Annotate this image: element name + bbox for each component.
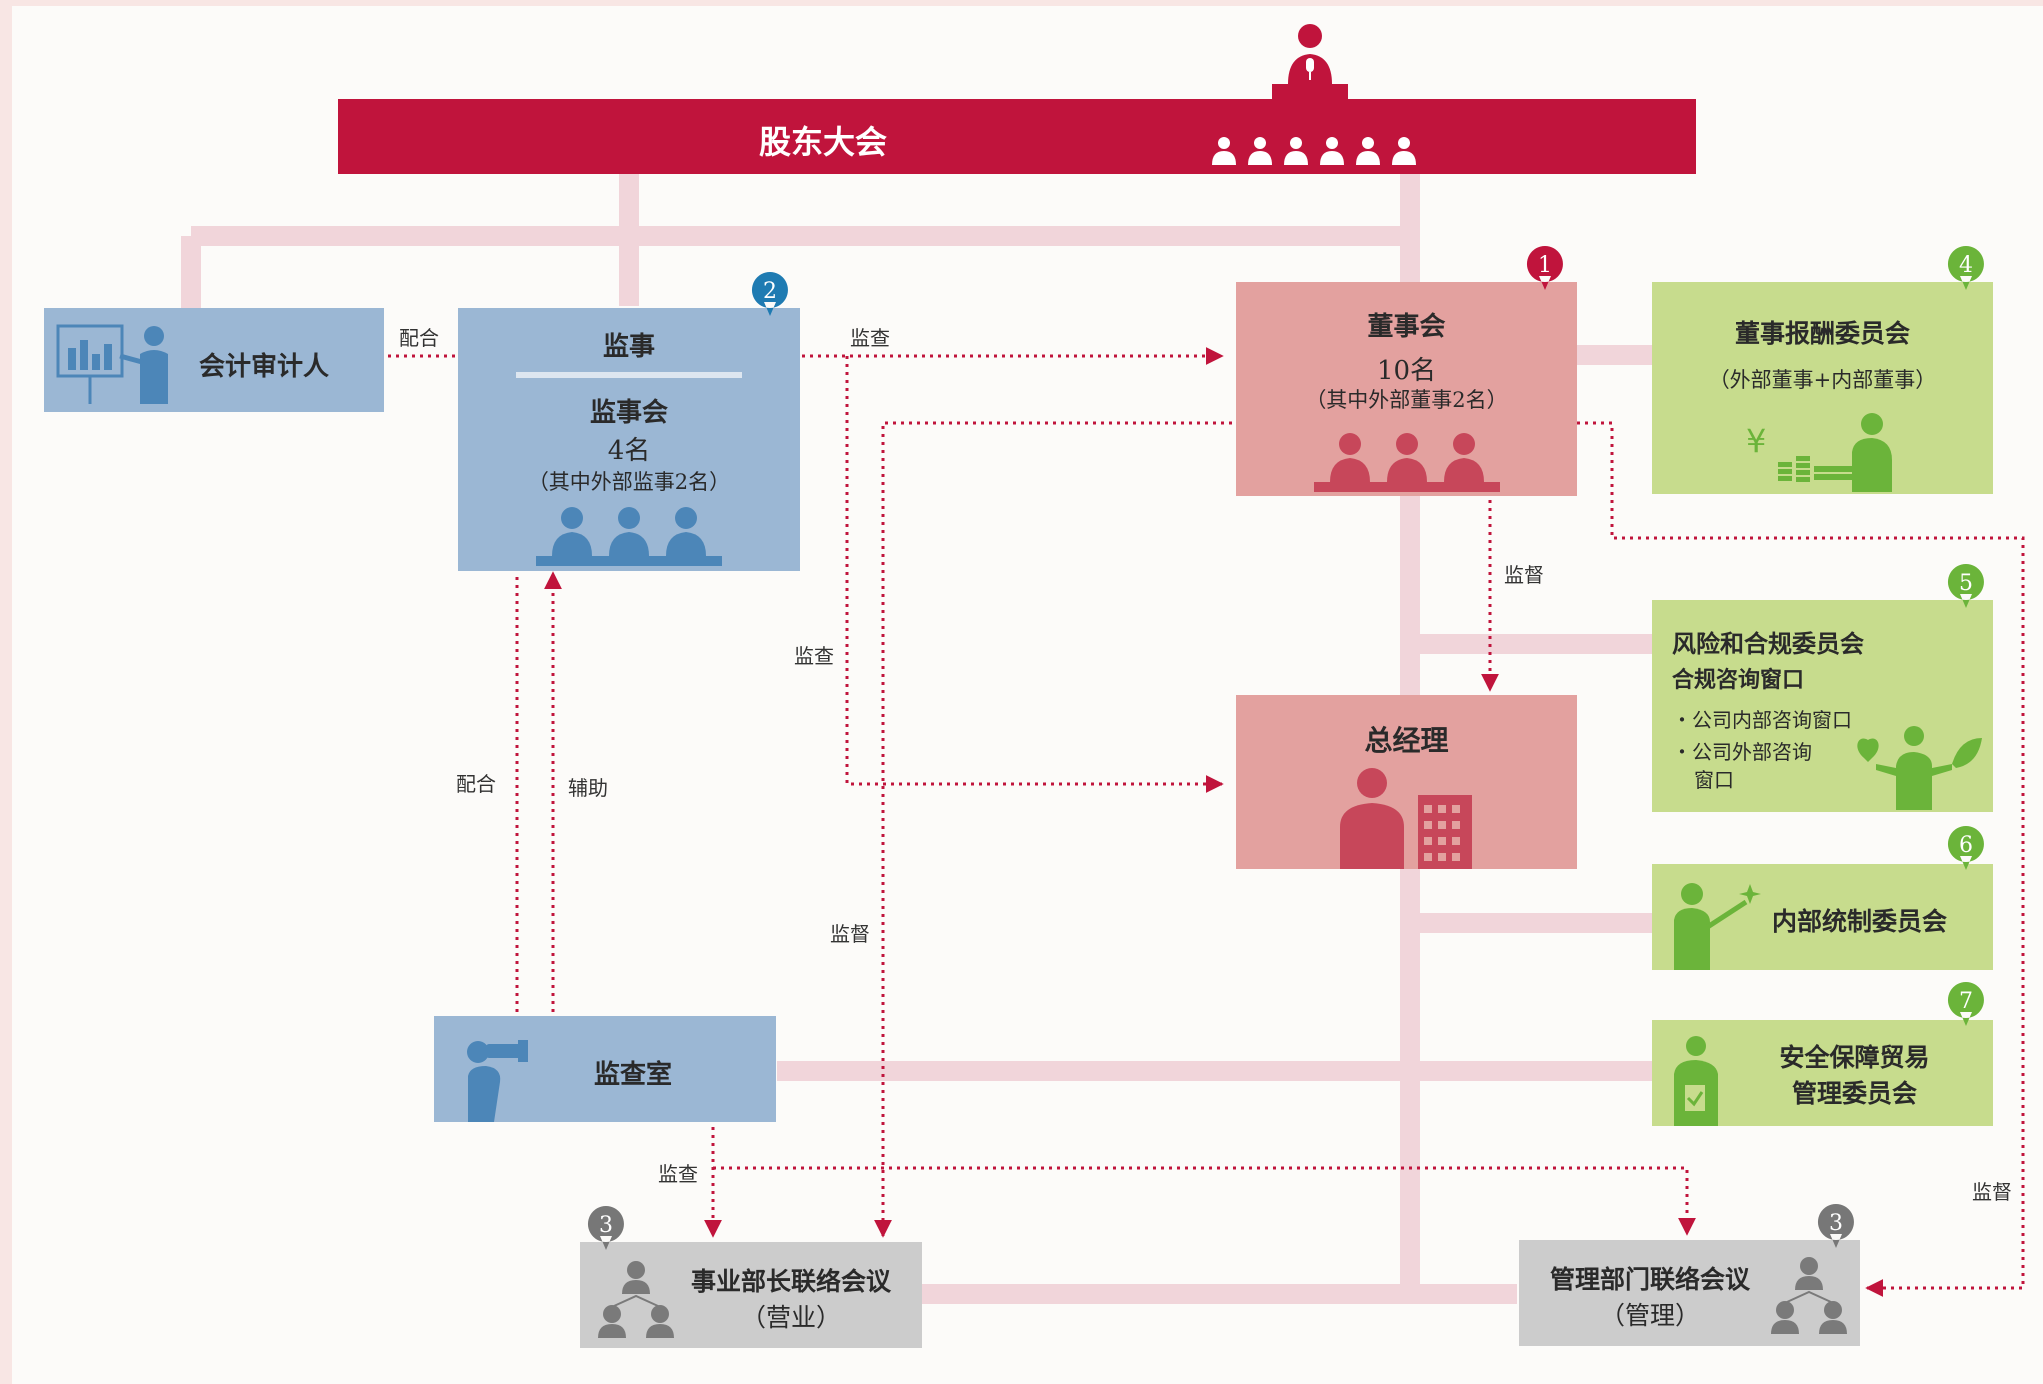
supervisor-count: 4名 (607, 436, 651, 466)
supervisor-note: （其中外部监事2名） (527, 470, 731, 494)
board-note: （其中外部董事2名） (1305, 388, 1508, 412)
manager-building-icon (1340, 768, 1472, 869)
risk-item-external: ・公司外部咨询 (1672, 740, 1812, 764)
edge-label-supervise: 监督 (1972, 1180, 2012, 1204)
remuneration-badge: 4 (1947, 246, 1984, 290)
security-trade-badge: 7 (1947, 982, 1984, 1026)
admin-meeting-line2: （管理） (1599, 1301, 1700, 1330)
remuneration-title: 董事报酬委员会 (1734, 319, 1910, 348)
svg-text:3: 3 (1829, 1211, 1843, 1236)
board-to-business-meeting-arrow (874, 421, 1232, 1238)
heart-hands-leaf-icon (1857, 726, 1982, 810)
board-title: 董事会 (1367, 312, 1446, 342)
edge-label-assist: 辅助 (568, 776, 608, 800)
risk-subtitle: 合规咨询窗口 (1672, 667, 1805, 693)
board-of-directors-box: 董事会 10名 （其中外部董事2名） (1236, 282, 1577, 496)
telescope-person-icon (467, 1040, 528, 1122)
audience-icon (1212, 137, 1416, 165)
risk-title: 风险和合规委员会 (1672, 629, 1864, 658)
security-trade-line2: 管理委员会 (1791, 1079, 1917, 1108)
network-people-icon (1771, 1257, 1847, 1334)
admin-meeting-line1: 管理部门联络会议 (1549, 1265, 1750, 1294)
svg-text:¥: ¥ (1746, 422, 1766, 460)
board-count: 10名 (1376, 356, 1437, 386)
business-meeting-badge: 3 (587, 1206, 624, 1250)
security-trade-committee-box: 安全保障贸易 管理委员会 (1652, 1020, 1993, 1126)
podium-speaker-icon (1272, 24, 1348, 100)
supervisor-box: 监事 监事会 4名 （其中外部监事2名） (458, 308, 800, 571)
risk-item-external-cont: 窗口 (1694, 768, 1734, 792)
supervisor-council-label: 监事会 (589, 398, 668, 428)
board-badge: 1 (1526, 246, 1563, 290)
svg-text:3: 3 (599, 1213, 613, 1238)
business-division-meeting-box: 事业部长联络会议 （营业） (580, 1242, 922, 1348)
shareholders-meeting-label: 股东大会 (758, 123, 887, 161)
money-person-icon: ¥ (1746, 413, 1892, 492)
presenter-chart-icon (56, 324, 168, 404)
svg-text:4: 4 (1959, 253, 1973, 278)
audit-office-label: 监查室 (594, 1060, 673, 1090)
risk-badge: 5 (1947, 564, 1984, 608)
internal-control-committee-box: 内部统制委员会 (1652, 864, 1993, 970)
supervisor-to-president-arrow (845, 356, 1224, 793)
office-to-admin-meeting-arrow (713, 1166, 1696, 1236)
svg-text:2: 2 (763, 279, 777, 304)
edge-label-supervise: 监督 (1504, 563, 1544, 587)
edge-label-cooperate: 配合 (456, 772, 496, 796)
edge-label-audit: 监查 (658, 1162, 698, 1186)
accounting-auditor-label: 会计审计人 (199, 352, 330, 382)
svg-text:6: 6 (1959, 833, 1973, 858)
supervisor-badge: 2 (751, 272, 788, 316)
shareholders-meeting-bar: 股东大会 (338, 99, 1696, 174)
svg-text:7: 7 (1959, 989, 1973, 1014)
admin-department-meeting-box: 管理部门联络会议 （管理） (1519, 1240, 1860, 1346)
president-box: 总经理 (1236, 695, 1577, 869)
president-title: 总经理 (1364, 724, 1449, 757)
remuneration-committee-box: 董事报酬委员会 （外部董事+内部董事） ¥ (1652, 282, 1993, 494)
risk-item-internal: ・公司内部咨询窗口 (1672, 708, 1852, 732)
business-meeting-line2: （营业） (740, 1303, 841, 1332)
edge-label-supervise: 监督 (830, 922, 870, 946)
svg-text:5: 5 (1959, 571, 1973, 596)
clipboard-person-icon (1674, 1036, 1718, 1126)
governance-diagram: 股东大会 会计审计人 监事 (12, 6, 2043, 1384)
internal-control-title: 内部统制委员会 (1772, 907, 1948, 936)
edge-label-audit: 监查 (794, 644, 834, 668)
supervision-arrows (388, 347, 2025, 1297)
admin-meeting-badge: 3 (1817, 1204, 1854, 1248)
supervisor-divider (516, 372, 742, 378)
supervisor-title: 监事 (602, 332, 655, 362)
network-people-icon (598, 1261, 674, 1338)
internal-control-badge: 6 (1947, 826, 1984, 870)
pointer-person-icon (1674, 883, 1761, 970)
edge-label-audit: 监查 (850, 326, 890, 350)
risk-compliance-committee-box: 风险和合规委员会 合规咨询窗口 ・公司内部咨询窗口 ・公司外部咨询 窗口 (1652, 600, 1993, 812)
desk-people-icon (1314, 433, 1500, 492)
seated-panel-icon (536, 507, 722, 566)
board-to-admin-meeting-arrow (1577, 421, 2025, 1297)
svg-text:1: 1 (1538, 253, 1552, 278)
accounting-auditor-box: 会计审计人 (44, 308, 384, 412)
business-meeting-line1: 事业部长联络会议 (690, 1267, 891, 1296)
security-trade-line1: 安全保障贸易 (1779, 1043, 1930, 1072)
edge-label-cooperate: 配合 (399, 326, 439, 350)
audit-office-box: 监查室 (434, 1016, 776, 1122)
remuneration-note: （外部董事+内部董事） (1708, 368, 1937, 392)
